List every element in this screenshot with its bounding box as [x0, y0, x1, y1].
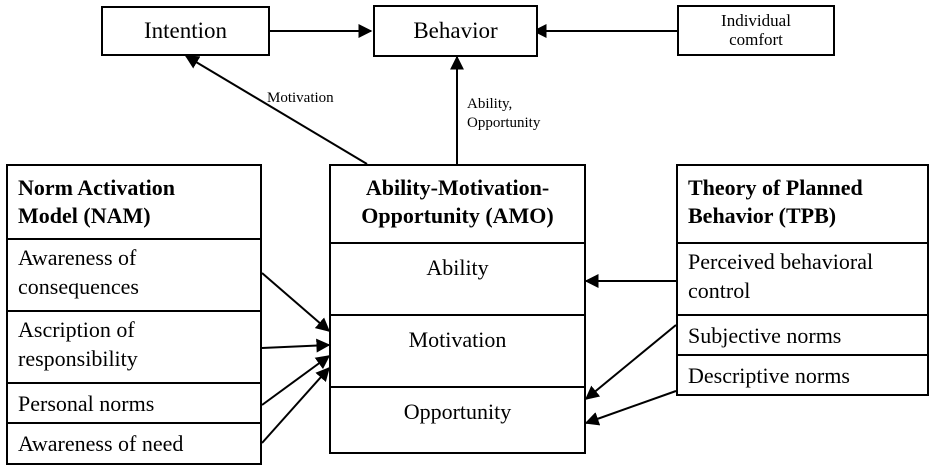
nam-item-personal-norms: Personal norms — [8, 382, 260, 422]
tpb-panel: Theory of Planned Behavior (TPB) Perceiv… — [676, 164, 929, 396]
arrow-awareness-consequences-to-motivation — [261, 272, 331, 332]
nam-panel: Norm Activation Model (NAM) Awareness of… — [6, 164, 262, 465]
tpb-item-descriptive-norms: Descriptive norms — [678, 354, 927, 394]
arrow-personal-norms-to-motivation — [261, 355, 331, 406]
tpb-item-perceived-behavioral-control: Perceived behavioral control — [678, 242, 927, 314]
arrow-awareness-need-to-motivation — [261, 366, 330, 444]
nam-item-awareness-need: Awareness of need — [8, 422, 260, 463]
arrow-descriptive-norms-to-opportunity — [584, 390, 677, 426]
behavior-label: Behavior — [413, 18, 498, 43]
comfort-label-line1: Individual — [721, 10, 791, 30]
amo-item-motivation: Motivation — [331, 314, 584, 386]
intention-label: Intention — [143, 18, 228, 43]
amo-item-opportunity: Opportunity — [331, 386, 584, 452]
tpb-title: Theory of Planned Behavior (TPB) — [688, 175, 863, 228]
nam-item-ascription-responsibility: Ascription of responsibility — [8, 310, 260, 382]
ability-opportunity-annotation: Ability, Opportunity — [467, 96, 541, 131]
comfort-label-line2: comfort — [729, 29, 783, 49]
arrow-amo-to-intention — [184, 55, 368, 165]
intention-box: Intention — [101, 6, 270, 56]
tpb-item-subjective-norms: Subjective norms — [678, 314, 927, 354]
amo-title: Ability-Motivation- Opportunity (AMO) — [361, 175, 554, 228]
amo-item-ability: Ability — [331, 242, 584, 314]
nam-item-awareness-consequences: Awareness of consequences — [8, 238, 260, 310]
individual-comfort-box: Individual comfort — [677, 5, 835, 56]
motivation-annotation: Motivation — [267, 90, 334, 106]
amo-panel: Ability-Motivation- Opportunity (AMO) Ab… — [329, 164, 586, 454]
arrow-ascription-to-motivation — [261, 338, 331, 353]
behavior-box: Behavior — [373, 5, 538, 57]
arrow-subjective-norms-to-opportunity — [584, 324, 677, 400]
nam-title: Norm Activation Model (NAM) — [18, 175, 176, 228]
